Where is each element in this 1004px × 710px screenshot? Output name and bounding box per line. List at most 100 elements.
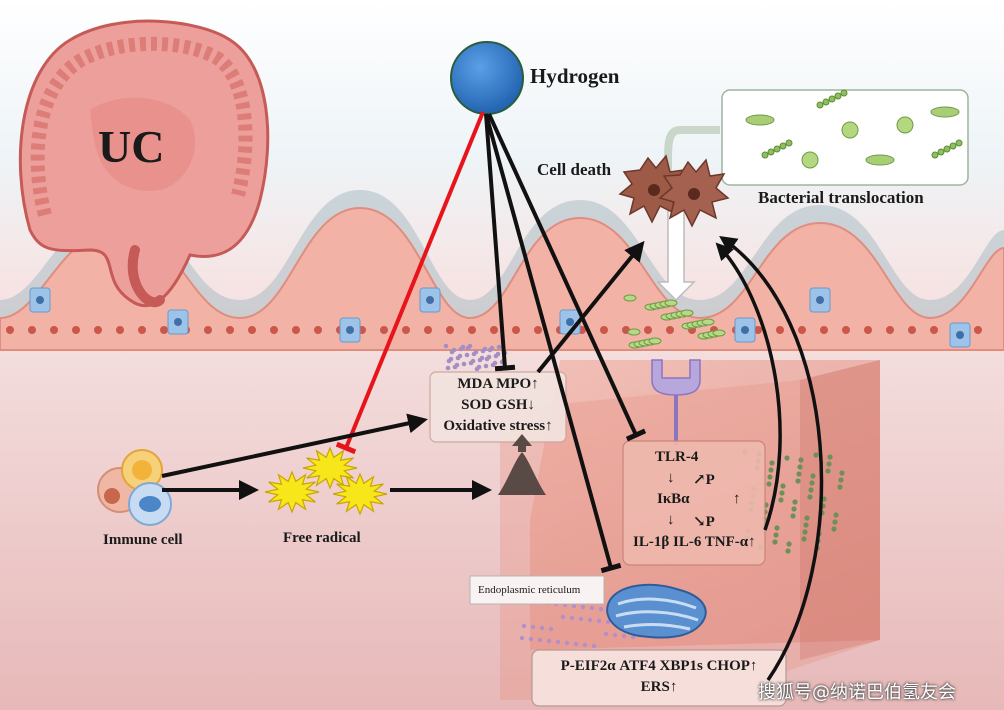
particle xyxy=(808,487,814,493)
particle xyxy=(769,460,775,466)
ers-box xyxy=(531,649,787,707)
nucleus xyxy=(226,326,234,334)
bacterium-coccus xyxy=(828,95,836,103)
nucleus xyxy=(6,326,14,334)
nucleus xyxy=(930,326,938,334)
phospho-label-1: ↗P xyxy=(693,472,715,488)
particle xyxy=(445,365,451,371)
particle xyxy=(528,636,534,642)
watermark: 搜狐号@纳诺巴伯氢友会 xyxy=(758,682,956,703)
particle xyxy=(795,478,801,484)
particle xyxy=(451,347,457,353)
nucleus xyxy=(600,326,608,334)
nucleus xyxy=(886,326,894,334)
particle xyxy=(839,470,845,476)
particle xyxy=(837,484,843,490)
nucleus xyxy=(512,326,520,334)
inhibition-line xyxy=(484,113,507,369)
particle xyxy=(767,474,773,480)
activation-arrow xyxy=(536,240,645,374)
particle xyxy=(804,515,810,521)
particle xyxy=(448,356,454,362)
particle xyxy=(780,483,786,489)
particle xyxy=(587,617,593,623)
particle xyxy=(790,513,796,519)
particle xyxy=(530,624,536,630)
bacterium-coccus xyxy=(955,139,963,147)
nucleus xyxy=(820,326,828,334)
particle xyxy=(826,461,832,467)
bacterium xyxy=(701,318,715,326)
goblet-nucleus xyxy=(346,326,354,334)
particle xyxy=(605,619,611,625)
cytokines-label: IL-1β IL-6 TNF-α↑ xyxy=(633,534,756,550)
particle xyxy=(519,635,525,641)
bacterium-coccus xyxy=(816,101,824,109)
translocation-arrow xyxy=(656,199,696,302)
particle xyxy=(833,512,839,518)
nucleus xyxy=(270,326,278,334)
nucleus xyxy=(974,326,982,334)
particle xyxy=(785,548,791,554)
particle xyxy=(573,641,579,647)
nucleus xyxy=(490,326,498,334)
goblet-nucleus xyxy=(36,296,44,304)
signaling-box xyxy=(622,440,766,566)
inhibition-bar xyxy=(600,562,622,574)
particle xyxy=(784,455,790,461)
bacterium xyxy=(627,328,641,336)
particle xyxy=(486,354,492,360)
particle xyxy=(807,494,813,500)
tlr4-label: TLR-4 xyxy=(655,449,699,465)
bacterium-coccus xyxy=(943,145,951,153)
goblet-nucleus xyxy=(816,296,824,304)
particle xyxy=(578,616,584,622)
inhibition-bar xyxy=(625,428,647,442)
hydrogen-molecule xyxy=(450,41,524,115)
nucleus xyxy=(314,326,322,334)
bacterium-rod xyxy=(865,154,895,166)
nucleus xyxy=(380,326,388,334)
bacterium-coccus xyxy=(834,92,842,100)
particle xyxy=(802,529,808,535)
nucleus xyxy=(908,326,916,334)
particle xyxy=(797,464,803,470)
nucleus xyxy=(424,326,432,334)
particle xyxy=(825,468,831,474)
hydrogen-label: Hydrogen xyxy=(530,64,620,88)
particle xyxy=(461,361,467,367)
signal-up-arrow: ↑ xyxy=(733,491,741,507)
particle xyxy=(766,481,772,487)
cell-death-label: Cell death xyxy=(537,160,612,179)
particle xyxy=(798,457,804,463)
free-radical-burst xyxy=(332,472,388,516)
particle xyxy=(492,360,498,366)
particle xyxy=(796,471,802,477)
nucleus xyxy=(864,326,872,334)
signal-down-arrow-2: ↓ xyxy=(667,512,675,528)
particle xyxy=(813,452,819,458)
particle xyxy=(786,541,792,547)
bacterium-coccus xyxy=(931,151,939,159)
particle xyxy=(832,519,838,525)
particle xyxy=(473,349,479,355)
particle xyxy=(467,343,473,349)
tlr4-receptor-icon xyxy=(651,359,701,445)
nucleus xyxy=(248,326,256,334)
particle xyxy=(571,603,577,609)
oxidative-line-1: MDA MPO↑ xyxy=(457,376,539,392)
nucleus xyxy=(402,326,410,334)
particle xyxy=(774,525,780,531)
particle xyxy=(457,353,463,359)
bacterium-round xyxy=(896,116,914,134)
ros-arrow-head xyxy=(512,434,532,446)
particle xyxy=(482,346,488,352)
nucleus xyxy=(842,326,850,334)
particle xyxy=(537,637,543,643)
particle xyxy=(603,631,609,637)
nucleus xyxy=(468,326,476,334)
ros-source-icon xyxy=(498,452,546,495)
ers-line-1: P-EIF2α ATF4 XBP1s CHOP↑ xyxy=(560,658,758,674)
particle xyxy=(612,632,618,638)
nucleus xyxy=(666,326,674,334)
